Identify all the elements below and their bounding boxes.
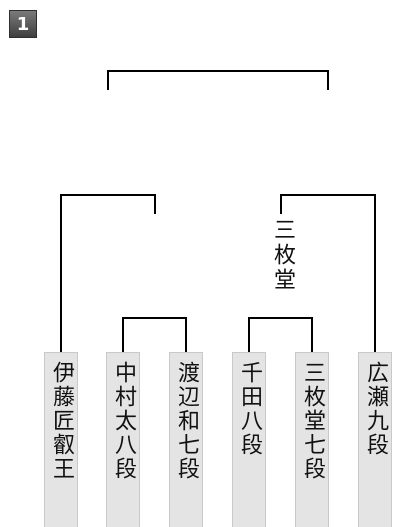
player-name: 千田八段 (237, 361, 262, 457)
player-name: 広瀬九段 (363, 361, 388, 457)
right-semifinal-winner: 三枚堂 (267, 218, 297, 293)
player-slot-6: 広瀬九段 (358, 352, 392, 527)
winner-name: 三枚堂 (270, 218, 295, 293)
player-slot-4: 千田八段 (232, 352, 266, 527)
player-name: 伊藤匠叡王 (49, 361, 74, 481)
player-slot-2: 中村太八段 (106, 352, 140, 527)
player-slot-3: 渡辺和七段 (169, 352, 203, 527)
bracket-line-right-semifinal (280, 194, 376, 352)
player-slot-5: 三枚堂七段 (295, 352, 329, 527)
bracket-line-left-first-round (122, 317, 187, 352)
player-slot-1: 伊藤匠叡王 (44, 352, 78, 527)
player-name: 渡辺和七段 (174, 361, 199, 481)
round-number-badge: 1 (9, 10, 37, 38)
bracket-line-left-semifinal (60, 194, 156, 352)
player-name: 中村太八段 (111, 361, 136, 481)
bracket-line-final (107, 70, 329, 90)
player-name: 三枚堂七段 (300, 361, 325, 481)
bracket-line-right-first-round (248, 317, 313, 352)
